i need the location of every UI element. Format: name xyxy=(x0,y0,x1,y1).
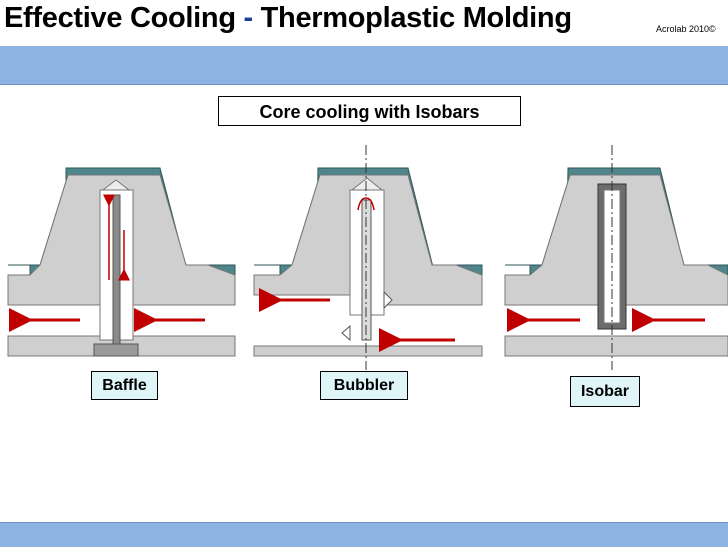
isobar-label: Isobar xyxy=(570,376,640,407)
bubbler-lower-plate xyxy=(253,345,483,357)
title-dash: - xyxy=(243,2,254,34)
copyright-notice: Acrolab 2010© xyxy=(656,24,716,34)
isobar-diagram xyxy=(504,145,728,370)
bubbler-diagram xyxy=(253,145,483,370)
bubbler-tip xyxy=(350,177,384,191)
page-title: Effective Cooling - Thermoplastic Moldin… xyxy=(4,2,572,34)
bubbler-fitting-left xyxy=(341,324,351,342)
cooling-diagrams xyxy=(7,145,728,370)
footer-band xyxy=(0,522,728,547)
bubbler-fountain-flow xyxy=(357,197,375,211)
baffle-plug xyxy=(93,343,139,357)
baffle-label: Baffle xyxy=(91,371,158,400)
bubbler-fitting-right xyxy=(383,290,393,310)
diagram-caption: Core cooling with Isobars xyxy=(218,96,521,126)
isobar-lower-plate xyxy=(504,335,728,357)
bubbler-label: Bubbler xyxy=(320,371,408,400)
header-band xyxy=(0,46,728,85)
baffle-tip xyxy=(101,179,131,191)
baffle-plate xyxy=(112,194,121,346)
baffle-diagram xyxy=(7,167,236,357)
